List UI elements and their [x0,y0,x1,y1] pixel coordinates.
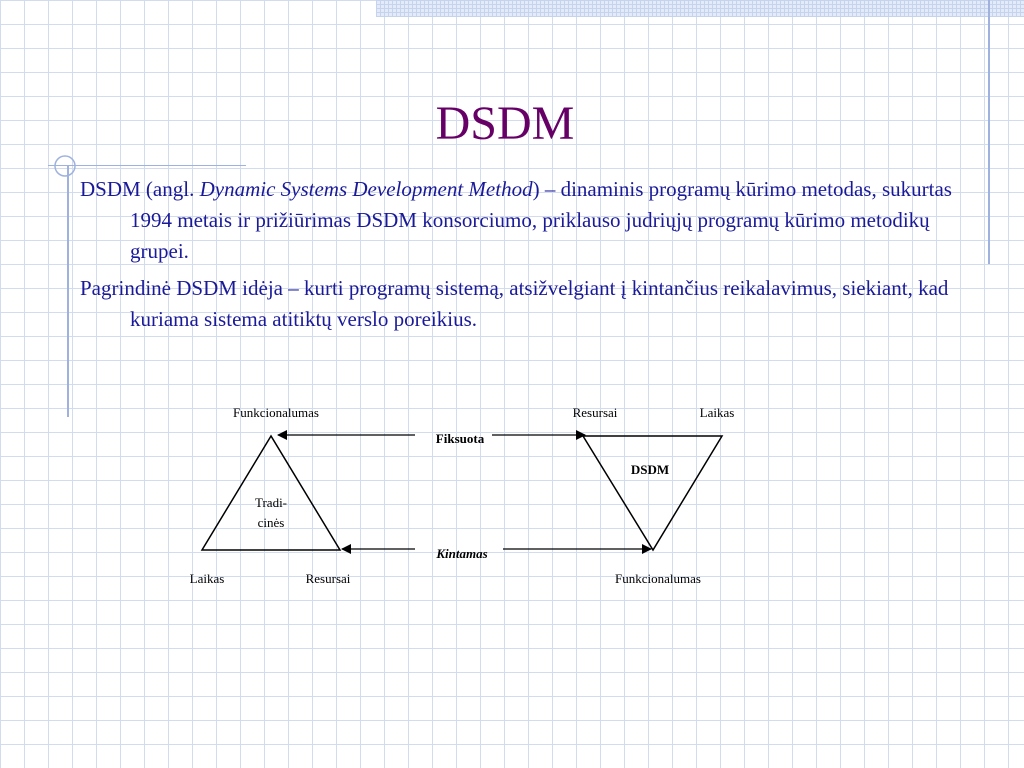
bullet-definition: DSDM (angl. Dynamic Systems Development … [80,174,980,267]
bullet-list: DSDM (angl. Dynamic Systems Development … [80,174,980,341]
bullet-definition-end: ) – dinaminis programų kūrimo metodas, s… [130,177,952,263]
right-center-label: DSDM [631,462,669,477]
right-top-right-label: Laikas [700,405,735,420]
slide-title: DSDM [435,97,575,150]
traditional-triangle [200,434,342,551]
left-center-label-line1: Tradi- [255,495,287,510]
left-decorative-line [67,165,69,417]
bullet-main-idea: Pagrindinė DSDM idėja – kurti programų s… [80,276,949,331]
title-underline-decoration [48,165,246,166]
left-bottom-right-label: Resursai [306,571,351,586]
left-bottom-left-label: Laikas [190,571,225,586]
bullet-definition-emphasis: Dynamic Systems Development Method [199,177,533,201]
fixed-label: Fiksuota [436,431,485,446]
top-decorative-band [376,0,1024,17]
right-bottom-label: Funkcionalumas [615,571,701,586]
left-center-label-line2: cinės [258,515,285,530]
decorative-circle-icon [54,155,76,177]
dsdm-inverted-triangle [581,435,724,552]
variable-label: Kintamas [435,546,487,561]
bullet-definition-start: DSDM (angl. [80,177,200,201]
left-top-label: Funkcionalumas [233,405,319,420]
right-top-left-label: Resursai [573,405,618,420]
right-decorative-line [988,0,990,264]
